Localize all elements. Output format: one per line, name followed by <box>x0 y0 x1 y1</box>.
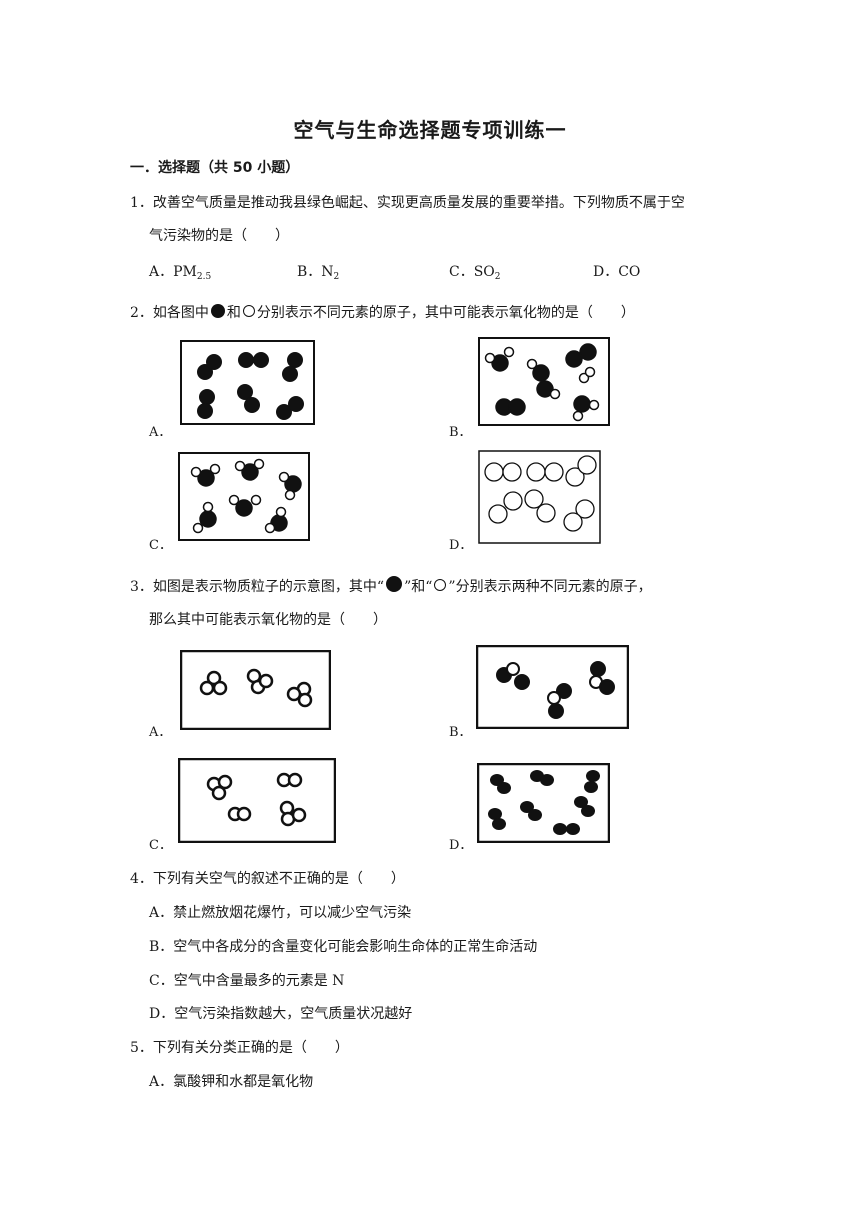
question-4-stem: 4．下列有关空气的叙述不正确的是（ ） <box>130 871 405 887</box>
question-2-label-b[interactable]: B． <box>449 425 472 440</box>
question-4-option-c[interactable]: C．空气中含量最多的元素是 N <box>149 973 345 989</box>
question-3-label-c[interactable]: C． <box>149 838 172 853</box>
hollow-atom-icon <box>434 579 447 591</box>
section-heading: 一．选择题（共 50 小题） <box>130 160 300 176</box>
question-4-option-a[interactable]: A．禁止燃放烟花爆竹，可以减少空气污染 <box>149 905 412 921</box>
filled-atom-icon <box>386 576 403 592</box>
question-2-label-d[interactable]: D． <box>449 538 473 553</box>
question-1-option-b[interactable]: B．N2 <box>297 264 340 282</box>
question-5-stem: 5．下列有关分类正确的是（ ） <box>130 1040 349 1056</box>
question-1-option-a[interactable]: A．PM2.5 <box>149 264 212 282</box>
question-4-option-d[interactable]: D．空气污染指数越大，空气质量状况越好 <box>149 1006 413 1022</box>
question-1-option-c[interactable]: C．SO2 <box>449 264 501 282</box>
question-4-option-b[interactable]: B．空气中各成分的含量变化可能会影响生命体的正常生命活动 <box>149 939 538 955</box>
question-3-figure-b <box>476 645 629 729</box>
question-2-figure-a <box>180 340 315 425</box>
question-3-stem-line-2: 那么其中可能表示氧化物的是（ ） <box>149 612 387 628</box>
question-1-line-1: 1．改善空气质量是推动我县绿色崛起、实现更高质量发展的重要举措。下列物质不属于空 <box>130 195 685 211</box>
question-2-label-a[interactable]: A． <box>149 425 172 440</box>
filled-atom-icon <box>210 304 225 318</box>
question-3-figure-d <box>477 763 610 843</box>
question-3-label-b[interactable]: B． <box>449 725 472 740</box>
question-2-figure-b <box>478 337 610 426</box>
hollow-atom-icon <box>242 305 255 317</box>
question-2-figure-d <box>478 450 601 544</box>
question-3-label-d[interactable]: D． <box>449 838 473 853</box>
question-3-figure-a <box>180 650 331 730</box>
page-title: 空气与生命选择题专项训练一 <box>293 118 567 142</box>
question-2-stem: 2．如各图中和分别表示不同元素的原子，其中可能表示氧化物的是（ ） <box>130 304 635 321</box>
question-5-option-a[interactable]: A．氯酸钾和水都是氧化物 <box>149 1074 314 1090</box>
question-2-label-c[interactable]: C． <box>149 538 172 553</box>
question-1-option-d[interactable]: D．CO <box>593 264 641 280</box>
question-2-figure-c <box>178 452 310 541</box>
question-3-stem-line-1: 3．如图是表示物质粒子的示意图，其中“”和“”分别表示两种不同元素的原子， <box>130 576 652 596</box>
question-3-label-a[interactable]: A． <box>149 725 172 740</box>
question-3-figure-c <box>178 758 336 843</box>
question-1-line-2: 气污染物的是（ ） <box>149 228 289 244</box>
